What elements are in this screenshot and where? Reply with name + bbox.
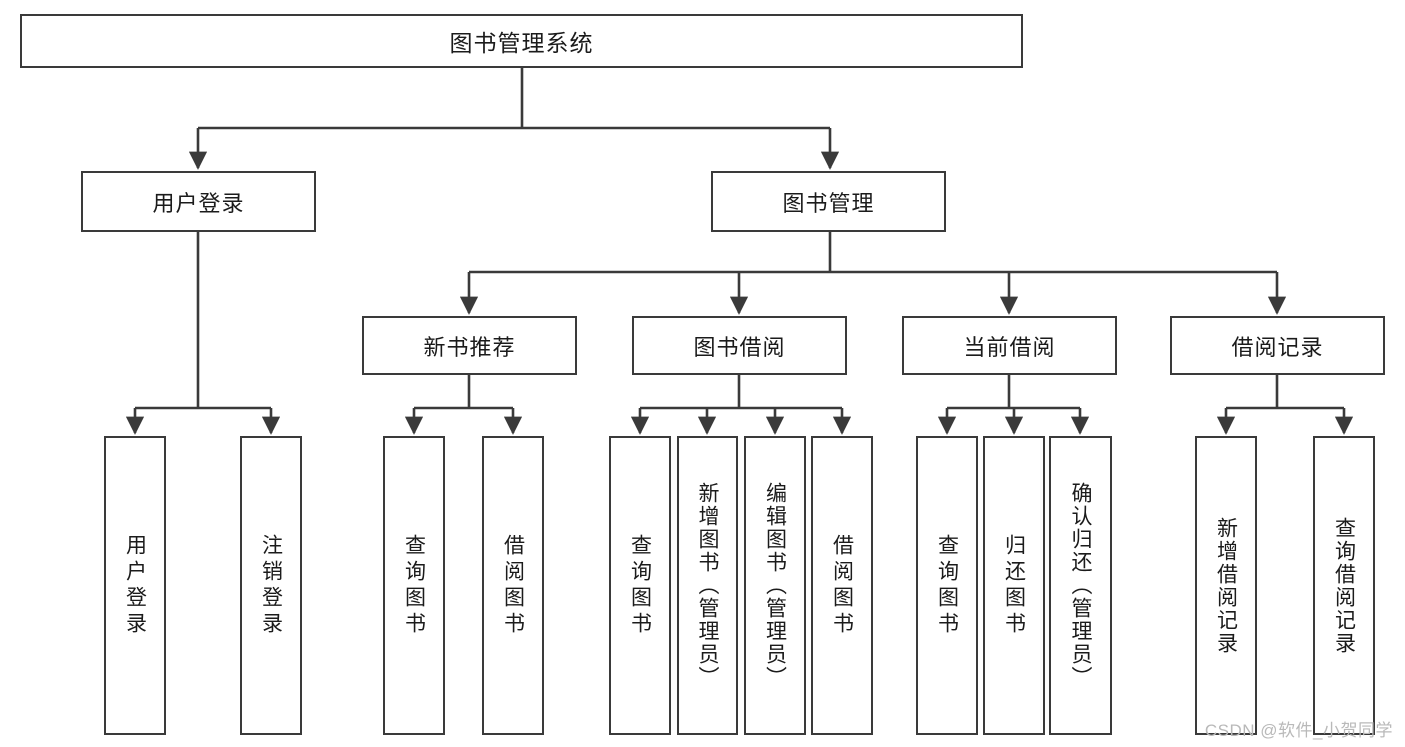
leaf-user-login-logout[interactable]: 注销登录 (240, 436, 302, 735)
leaf-label: 查询图书 (935, 533, 959, 638)
node-root-system[interactable]: 图书管理系统 (20, 14, 1023, 68)
leaf-label: 查询图书 (402, 533, 426, 638)
node-book-management[interactable]: 图书管理 (711, 171, 946, 232)
leaf-current-borrow-return[interactable]: 归还图书 (983, 436, 1045, 735)
leaf-book-borrow-add[interactable]: 新增图书（管理员） (677, 436, 738, 735)
node-current-borrow[interactable]: 当前借阅 (902, 316, 1117, 375)
node-new-book-recommend[interactable]: 新书推荐 (362, 316, 577, 375)
leaf-borrow-record-query[interactable]: 查询借阅记录 (1313, 436, 1375, 735)
node-user-login[interactable]: 用户登录 (81, 171, 316, 232)
leaf-label: 用户登录 (123, 533, 147, 638)
leaf-label: 注销登录 (259, 533, 283, 638)
leaf-borrow-record-add[interactable]: 新增借阅记录 (1195, 436, 1257, 735)
leaf-label: 确认归还（管理员） (1069, 482, 1092, 689)
csdn-watermark: CSDN @软件_小贺同学 (1204, 721, 1393, 740)
leaf-label: 查询图书 (628, 533, 652, 638)
leaf-book-borrow-edit[interactable]: 编辑图书（管理员） (744, 436, 806, 735)
leaf-new-book-query[interactable]: 查询图书 (383, 436, 445, 735)
leaf-label: 编辑图书（管理员） (763, 482, 787, 689)
leaf-label: 新增借阅记录 (1214, 516, 1238, 655)
leaf-label: 新增图书（管理员） (696, 482, 719, 689)
leaf-current-borrow-confirm-return[interactable]: 确认归还（管理员） (1049, 436, 1112, 735)
leaf-book-borrow-query[interactable]: 查询图书 (609, 436, 671, 735)
node-borrow-record[interactable]: 借阅记录 (1170, 316, 1385, 375)
leaf-label: 归还图书 (1002, 533, 1026, 638)
node-book-borrow[interactable]: 图书借阅 (632, 316, 847, 375)
leaf-label: 借阅图书 (501, 533, 525, 638)
leaf-current-borrow-query[interactable]: 查询图书 (916, 436, 978, 735)
leaf-new-book-borrow[interactable]: 借阅图书 (482, 436, 544, 735)
leaf-user-login-login[interactable]: 用户登录 (104, 436, 166, 735)
leaf-label: 借阅图书 (830, 533, 854, 638)
leaf-book-borrow-borrow[interactable]: 借阅图书 (811, 436, 873, 735)
leaf-label: 查询借阅记录 (1332, 516, 1356, 655)
